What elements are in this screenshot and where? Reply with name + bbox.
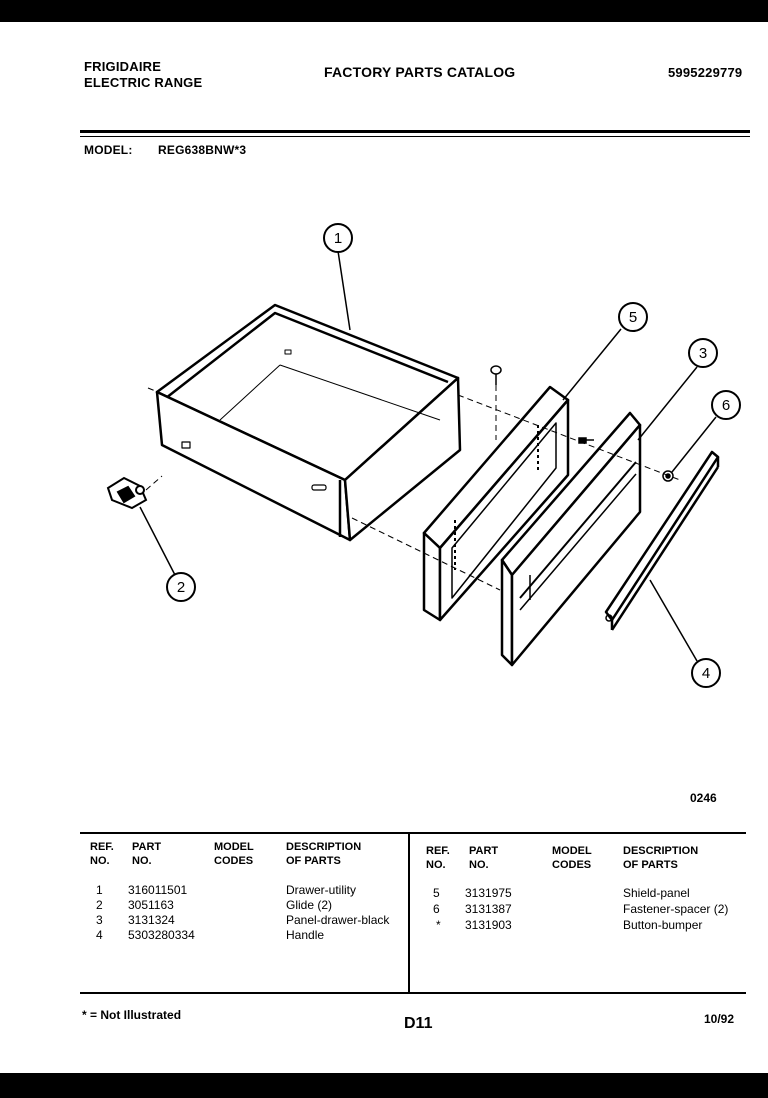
- row-part: 5303280334: [128, 928, 195, 942]
- row-desc: Shield-panel: [623, 886, 690, 900]
- header-rule-thin: [80, 136, 750, 137]
- drawer-utility-part: [155, 303, 462, 542]
- brand-block: FRIGIDAIRE ELECTRIC RANGE: [84, 59, 202, 91]
- figure-code: 0246: [690, 791, 717, 805]
- glide-part: [106, 476, 148, 510]
- callout-circles: [166, 223, 741, 688]
- row-ref: 4: [96, 928, 103, 942]
- row-part: 3131975: [465, 886, 512, 900]
- row-ref: 1: [96, 883, 103, 897]
- not-illustrated-note: * = Not Illustrated: [82, 1008, 182, 1022]
- row-ref: 2: [96, 898, 103, 912]
- row-part: 3131903: [465, 918, 512, 932]
- callout-5: 5: [629, 309, 637, 326]
- handle-part: [604, 450, 720, 631]
- row-ref: 6: [433, 902, 440, 916]
- fastener-spacer-part: [662, 470, 674, 482]
- row-desc: Glide (2): [286, 898, 333, 912]
- header-ref-left: REF.NO.: [90, 841, 114, 867]
- row-desc: Button-bumper: [623, 918, 703, 932]
- model-label: MODEL:: [84, 143, 133, 157]
- callout-1: 1: [334, 230, 342, 247]
- header-ref-right: REF.NO.: [426, 845, 450, 871]
- shield-panel-part: [422, 385, 570, 622]
- table-bottom-rule: [80, 992, 746, 994]
- row-desc: Fastener-spacer (2): [623, 902, 729, 916]
- row-ref: *: [436, 918, 441, 932]
- callout-6: 6: [722, 397, 730, 414]
- row-desc: Panel-drawer-black: [286, 913, 390, 927]
- row-ref: 5: [433, 886, 440, 900]
- table-divider: [408, 832, 410, 992]
- callout-3: 3: [699, 345, 707, 362]
- table-top-rule: [80, 832, 746, 834]
- callout-2: 2: [177, 579, 185, 596]
- catalog-date: 10/92: [704, 1012, 735, 1026]
- catalog-title: FACTORY PARTS CATALOG: [324, 64, 516, 80]
- row-part: 3131324: [128, 913, 175, 927]
- screw-part: [490, 365, 502, 385]
- model-value: REG638BNW*3: [158, 143, 247, 157]
- row-part: 316011501: [128, 883, 188, 897]
- row-part: 3051163: [128, 898, 174, 912]
- brand-name: FRIGIDAIRE: [84, 59, 162, 74]
- assembly-lines: [145, 385, 681, 591]
- bottom-black-band: [0, 1073, 768, 1098]
- page-code: D11: [404, 1015, 433, 1032]
- row-part: 3131387: [465, 902, 512, 916]
- header-rule-thick: [80, 130, 750, 133]
- top-black-band: [0, 0, 768, 22]
- product-type: ELECTRIC RANGE: [84, 75, 203, 90]
- row-desc: Handle: [286, 928, 325, 942]
- row-desc: Drawer-utility: [286, 883, 357, 897]
- catalog-number: 5995229779: [668, 65, 743, 80]
- panel-drawer-black-part: [500, 411, 642, 667]
- callout-4: 4: [702, 665, 710, 682]
- row-ref: 3: [96, 913, 103, 927]
- callout-leaders: [139, 250, 717, 662]
